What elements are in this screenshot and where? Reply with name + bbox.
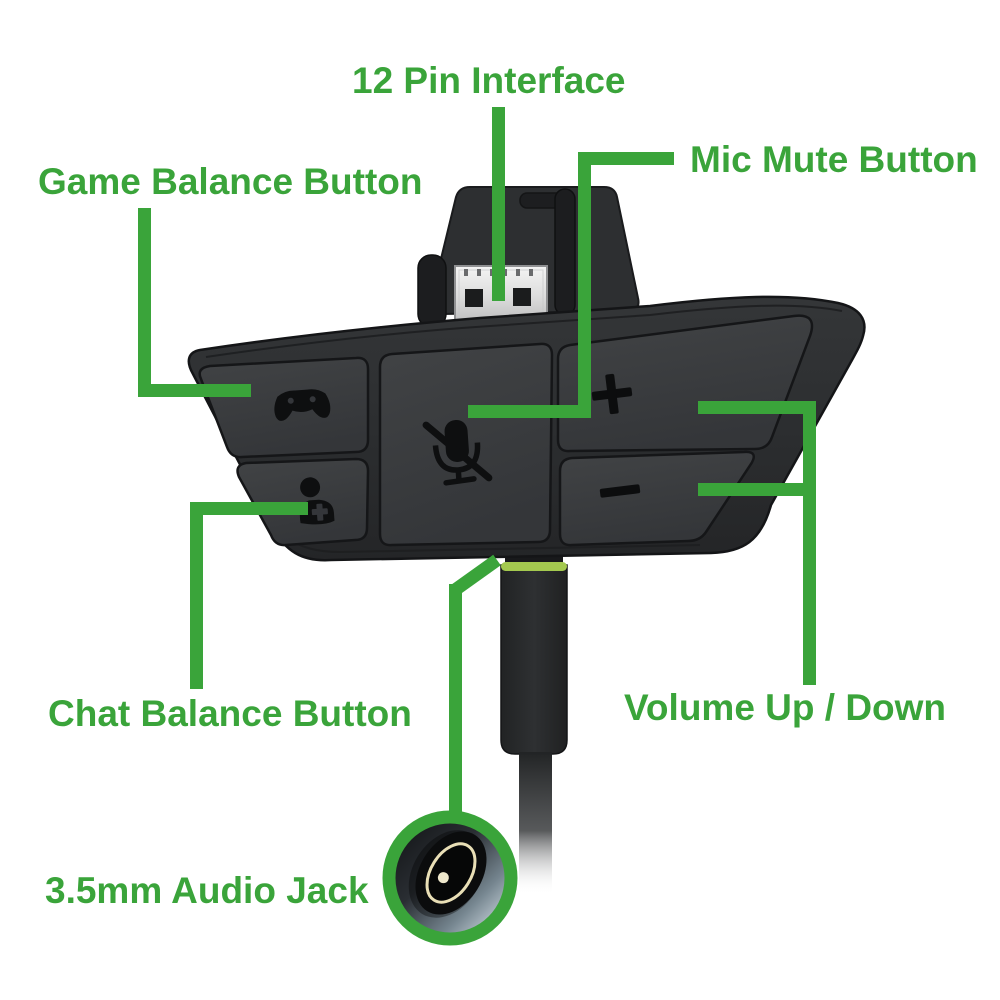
label-mic-mute-button: Mic Mute Button <box>690 139 978 180</box>
connector-hole-left <box>465 289 483 307</box>
controller-icon <box>274 389 331 421</box>
connector-hole-right <box>513 288 531 306</box>
label-12-pin-interface: 12 Pin Interface <box>352 60 626 101</box>
volume-up-button <box>556 314 814 453</box>
plus-icon <box>591 373 633 415</box>
callout-game-balance-line <box>138 208 251 397</box>
callout-lines <box>138 107 816 820</box>
left-guide-post <box>417 254 447 328</box>
label-game-balance-button: Game Balance Button <box>38 161 423 202</box>
callout-volume-line <box>698 401 816 685</box>
person-chat-icon <box>299 477 335 525</box>
green-stripe <box>501 562 567 571</box>
callout-12-pin-line <box>492 107 505 301</box>
label-35mm-audio-jack: 3.5mm Audio Jack <box>45 870 369 911</box>
volume-down-button <box>558 450 756 547</box>
cable <box>500 550 568 895</box>
label-volume-up-down: Volume Up / Down <box>624 687 947 728</box>
minus-icon <box>599 484 641 498</box>
mic-muted-icon <box>422 419 493 486</box>
body-top-seam <box>205 304 843 358</box>
audio-jack-magnifier <box>382 810 518 946</box>
callout-audio-jack-line <box>449 554 501 820</box>
cable-wire <box>519 752 552 895</box>
jack-plug <box>408 830 487 918</box>
callout-chat-balance-line <box>190 502 308 689</box>
label-chat-balance-button: Chat Balance Button <box>48 693 412 734</box>
callout-mic-mute-line <box>468 152 674 418</box>
strain-relief <box>500 564 568 755</box>
right-guide-post <box>554 188 576 316</box>
